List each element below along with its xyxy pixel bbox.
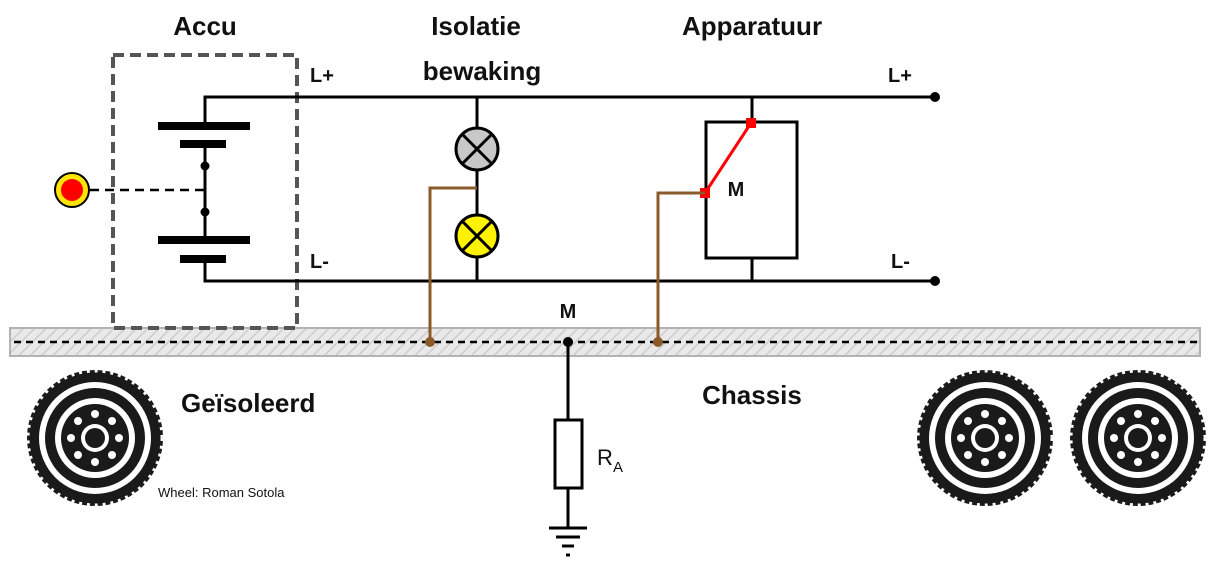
l-plus-right-label: L+ <box>888 65 912 87</box>
accu-box <box>111 53 299 330</box>
isolatie-brown-wire <box>428 186 477 342</box>
l-minus-terminal <box>930 276 940 286</box>
indicator-icon <box>54 172 90 208</box>
device-brown-wire <box>656 191 705 342</box>
l-plus-left-label: L+ <box>310 65 334 87</box>
apparatuur-label: Apparatuur <box>682 11 822 41</box>
accu-label: Accu <box>173 11 237 41</box>
l-minus-right-label: L- <box>891 251 910 273</box>
wheel-icon <box>1070 370 1206 506</box>
ground-icon <box>549 526 587 557</box>
lamp-yellow-icon <box>454 213 500 259</box>
resistor-label-subscript: A <box>613 459 623 476</box>
l-minus-left-label: L- <box>310 251 329 273</box>
l-minus-wire <box>203 257 935 283</box>
lamp-grey-icon <box>454 126 500 172</box>
device-box <box>704 120 799 260</box>
wheel-icon <box>27 370 163 506</box>
wheel-credit-label: Wheel: Roman Sotola <box>158 485 285 500</box>
l-plus-wire <box>203 95 935 123</box>
wheel-icon <box>917 370 1053 506</box>
l-plus-terminal <box>930 92 940 102</box>
isolatie-label-line1: Isolatie <box>431 11 521 41</box>
geisoleerd-label: Geïsoleerd <box>181 388 315 418</box>
device-m-label: M <box>728 179 745 201</box>
chassis-m-label: M <box>560 301 577 323</box>
device-chassis-junction <box>653 337 663 347</box>
resistor-label: R <box>597 445 613 470</box>
isolatie-label-line2: bewaking <box>423 56 541 86</box>
resistor-icon <box>553 418 584 490</box>
battery-icon <box>158 122 250 263</box>
isolatie-chassis-junction <box>425 337 435 347</box>
chassis-label: Chassis <box>702 380 802 410</box>
